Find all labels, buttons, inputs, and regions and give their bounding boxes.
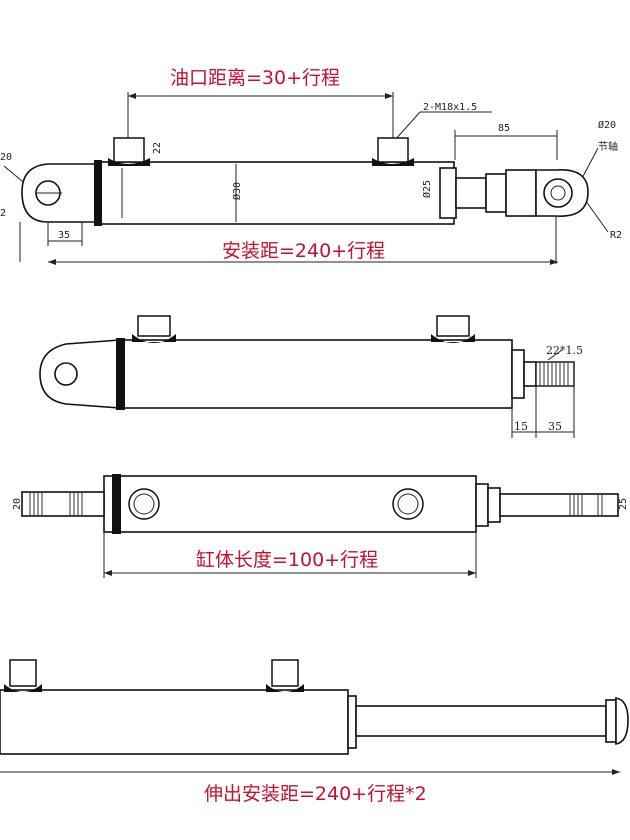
mounting-distance-label: 安装距=240+行程 (222, 240, 385, 262)
dim-35-second: 35 (548, 420, 562, 433)
dim-phi30: Ø30 (231, 182, 243, 200)
dim-r2-left: 2 (0, 208, 6, 219)
view-second: 22*1.5 15 35 (39, 315, 583, 438)
view-top: 油口距离=30+行程 2-M18x1.5 85 Ø20 节轴 R2 20 2 Ø… (0, 67, 622, 265)
dim-85: 85 (498, 123, 510, 134)
port-thread-dim: 2-M18x1.5 (423, 102, 477, 113)
view-bottom: 伸出安装距=240+行程*2 (0, 659, 629, 805)
dim-r2-right: R2 (610, 230, 622, 241)
view-third: 20 25 缸体长度=100+行程 (12, 474, 629, 578)
dim-phi20: Ø20 (598, 119, 616, 131)
dim-joint: 节轴 (598, 140, 618, 153)
dim-22: 22 (152, 142, 163, 154)
dim-15: 15 (514, 420, 528, 433)
dim-thread-22x15: 22*1.5 (546, 344, 583, 357)
dim-35-left: 35 (58, 230, 70, 241)
body-length-label: 缸体长度=100+行程 (196, 549, 378, 571)
dim-20-third: 20 (12, 498, 23, 510)
oil-port-distance-label: 油口距离=30+行程 (170, 67, 340, 89)
dim-phi25: Ø25 (421, 180, 433, 198)
dim-20-left: 20 (0, 152, 12, 163)
extended-mounting-distance-label: 伸出安装距=240+行程*2 (204, 783, 427, 805)
dim-25-third: 25 (618, 498, 629, 510)
